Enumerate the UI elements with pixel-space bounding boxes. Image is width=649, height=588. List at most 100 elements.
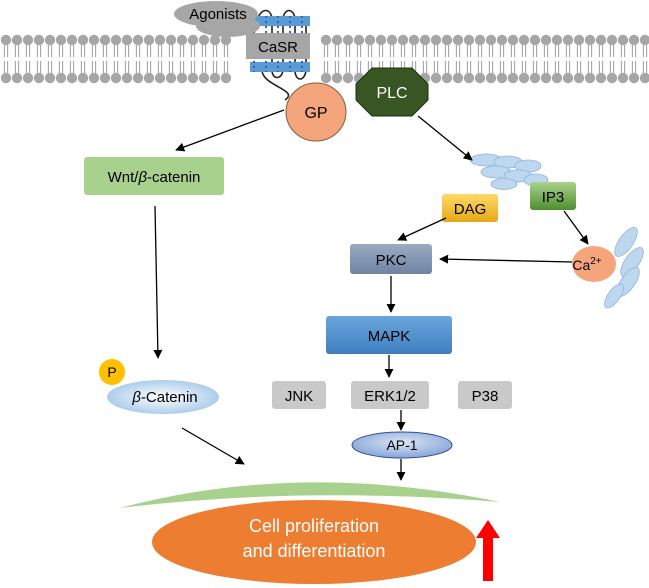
- lipid-head: [331, 34, 343, 46]
- lipid-head: [176, 34, 188, 46]
- lipid-head: [474, 34, 486, 46]
- p38-label: P38: [472, 388, 499, 405]
- lipid-head: [606, 72, 618, 84]
- lipid-head: [11, 34, 23, 46]
- lipid-head: [220, 72, 232, 84]
- lipid-head: [165, 72, 177, 84]
- beta-catenin-label: β-Catenin: [131, 389, 197, 406]
- lipid-head: [99, 72, 111, 84]
- ap1-label: AP-1: [386, 437, 417, 453]
- lipid-head: [165, 34, 177, 46]
- wnt-beta-catenin-box: Wnt/β-catenin: [84, 157, 224, 195]
- lipid-head: [320, 34, 332, 46]
- lipid-head: [639, 72, 649, 84]
- cell-membrane: [0, 34, 649, 84]
- erk-box: ERK1/2: [351, 381, 429, 409]
- lipid-head: [110, 34, 122, 46]
- lipid-head: [55, 72, 67, 84]
- lipid-head: [507, 34, 519, 46]
- lipid-head: [121, 72, 133, 84]
- lipid-head: [474, 72, 486, 84]
- lipid-head: [198, 34, 210, 46]
- lipid-head: [187, 72, 199, 84]
- calcium-node: Ca2+: [572, 227, 644, 309]
- erk-label: ERK1/2: [364, 388, 416, 405]
- lipid-head: [143, 72, 155, 84]
- arrow-wnt-to-catenin: [153, 205, 163, 359]
- lipid-head: [529, 34, 541, 46]
- lipid-head: [628, 72, 640, 84]
- transmembrane-helices: [250, 16, 310, 72]
- p38-box: P38: [458, 381, 512, 409]
- lipid-head: [342, 72, 354, 84]
- arrow-calcium-to-pkc: [439, 254, 573, 264]
- phosphate-badge: [99, 359, 125, 385]
- arrow-ip3-to-calcium: [563, 210, 589, 245]
- lipid-head: [617, 34, 629, 46]
- cell-proliferation-node: Cell proliferation and differentiation: [152, 500, 476, 584]
- pathway-arrows: [153, 109, 589, 481]
- lipid-head: [375, 34, 387, 46]
- lipid-head: [353, 34, 365, 46]
- lipid-head: [55, 34, 67, 46]
- mapk-label: MAPK: [368, 328, 411, 345]
- calcium-vesicles: [604, 227, 644, 309]
- lipid-head: [485, 34, 497, 46]
- lipid-head: [628, 34, 640, 46]
- lipid-head: [209, 34, 221, 46]
- pkc-box: PKC: [350, 244, 432, 274]
- lipid-head: [496, 34, 508, 46]
- lipid-head: [176, 72, 188, 84]
- gp-node: GP: [285, 82, 347, 142]
- beta-catenin-node: β-Catenin P: [99, 359, 219, 414]
- wnt-label: Wnt/β-catenin: [108, 169, 201, 186]
- lipid-head: [529, 72, 541, 84]
- lipid-head: [198, 72, 210, 84]
- casr-receptor: CaSR: [246, 9, 310, 101]
- lipid-head: [342, 34, 354, 46]
- lipid-head: [66, 34, 78, 46]
- lipid-head: [121, 34, 133, 46]
- lipid-head: [132, 34, 144, 46]
- ap1-node: AP-1: [351, 431, 453, 459]
- lipid-head: [430, 72, 442, 84]
- agonists-label: Agonists: [189, 6, 247, 23]
- arrow-catenin-to-nucleus: [181, 427, 245, 465]
- lipid-head: [562, 34, 574, 46]
- er-calcium-store: [469, 153, 549, 190]
- lipid-head: [11, 72, 23, 84]
- lipid-head: [320, 72, 332, 84]
- lipid-head: [99, 34, 111, 46]
- arrow-dag-to-pkc: [397, 217, 447, 241]
- phosphate-label: P: [107, 364, 116, 380]
- lipid-head: [419, 34, 431, 46]
- lipid-head: [496, 72, 508, 84]
- lipid-head: [430, 34, 442, 46]
- lipid-head: [88, 72, 100, 84]
- lipid-head: [595, 34, 607, 46]
- lipid-head: [386, 34, 398, 46]
- lipid-head: [562, 72, 574, 84]
- dag-box: DAG: [442, 194, 498, 222]
- lipid-head: [463, 72, 475, 84]
- lipid-head: [551, 34, 563, 46]
- nuclear-surface-arc: [120, 482, 500, 508]
- casr-box: [246, 33, 310, 59]
- lipid-head: [0, 34, 12, 46]
- lipid-head: [220, 34, 232, 46]
- lipid-head: [518, 34, 530, 46]
- lipid-head: [584, 34, 596, 46]
- lipid-head: [44, 72, 56, 84]
- lipid-head: [507, 72, 519, 84]
- lipid-head: [551, 72, 563, 84]
- gp-label: GP: [304, 105, 327, 122]
- jnk-label: JNK: [285, 388, 313, 405]
- lipid-head: [606, 34, 618, 46]
- lipid-head: [573, 72, 585, 84]
- ip3-label: IP3: [542, 189, 565, 206]
- lipid-head: [88, 34, 100, 46]
- agonists: Agonists: [174, 1, 260, 37]
- plc-label: PLC: [376, 85, 407, 102]
- pkc-label: PKC: [376, 252, 407, 269]
